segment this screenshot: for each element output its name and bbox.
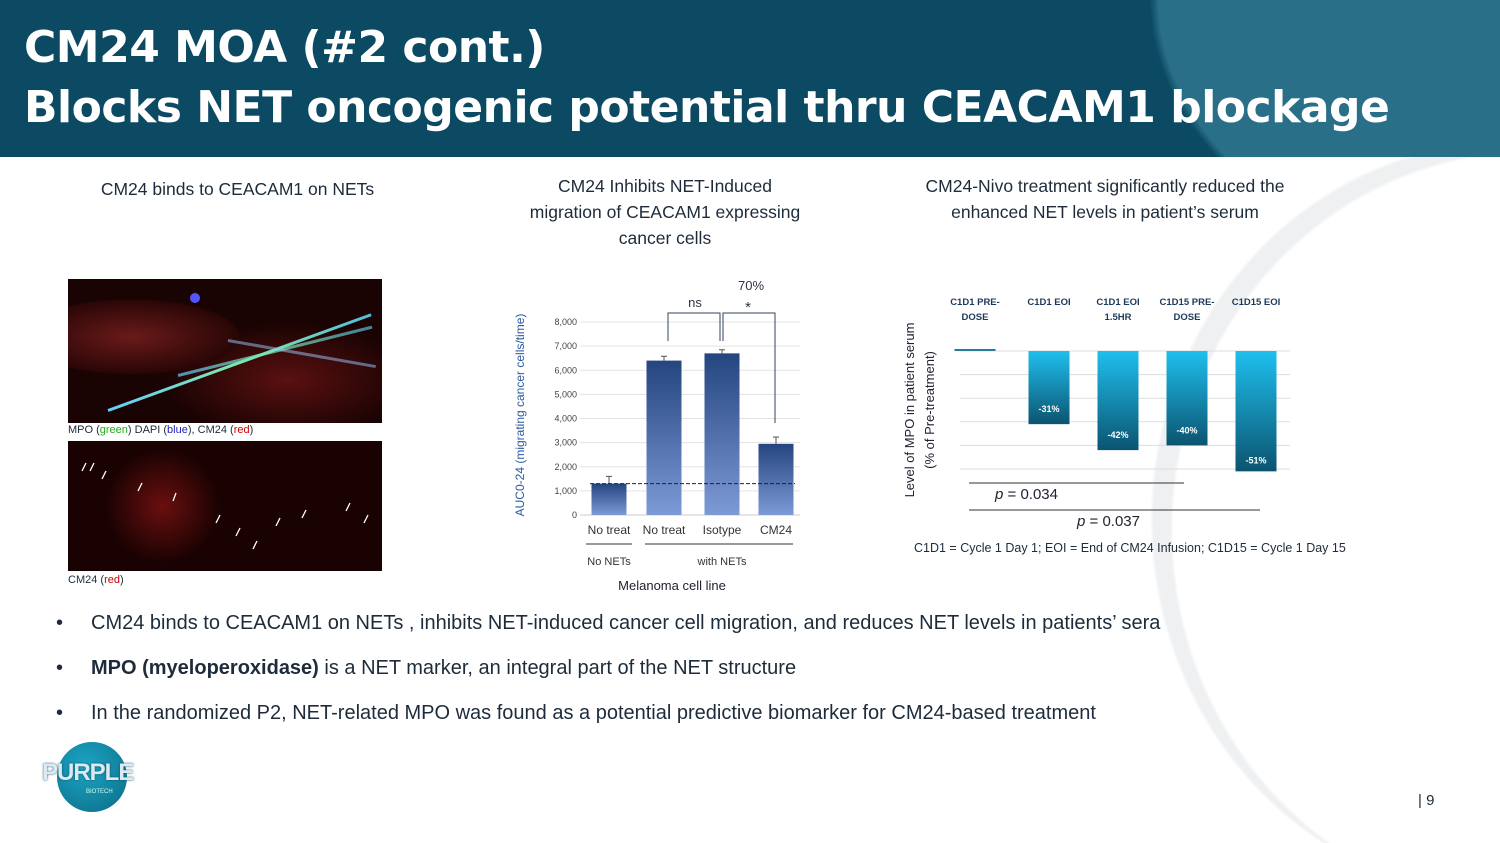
image2-legend: CM24 (red)	[68, 574, 124, 586]
caption-line: CM24-Nivo treatment significantly reduce…	[925, 176, 1285, 196]
y-tick-label: 2,000	[554, 462, 577, 472]
group-label: with NETs	[697, 556, 747, 568]
bar	[954, 349, 996, 351]
x-axis-title: Melanoma cell line	[618, 578, 726, 593]
significance-bracket	[667, 312, 721, 341]
panel2-caption: CM24 Inhibits NET-Induced migration of C…	[490, 173, 840, 251]
caption-line: migration of CEACAM1 expressing	[529, 202, 801, 222]
ns-label: ns	[688, 295, 702, 310]
bar	[1028, 351, 1070, 425]
header-banner: CM24 MOA (#2 cont.) Blocks NET oncogenic…	[0, 0, 1500, 157]
bullet-item: •MPO (myeloperoxidase) is a NET marker, …	[56, 657, 797, 679]
y-tick-label: 4,000	[554, 414, 577, 424]
slide-subtitle: Blocks NET oncogenic potential thru CEAC…	[24, 82, 1390, 133]
caption-line: CM24 Inhibits NET-Induced	[558, 176, 772, 196]
bar	[1166, 351, 1208, 446]
y-axis-title: (% of Pre-treatment)	[922, 351, 937, 469]
panel3-caption: CM24-Nivo treatment significantly reduce…	[880, 173, 1330, 225]
category-label: C1D1 EOI	[1096, 297, 1139, 308]
pvalue-label: p = 0.037	[1076, 513, 1140, 530]
net-microscopy-image	[68, 279, 382, 423]
y-axis-title: AUC0-24 (migrating cancer cells/time)	[513, 314, 527, 517]
mpo-waterfall-chart: C1D1 PRE- DOSE -31% C1D1 EOI -42% C1D1 EOI 1.5…	[902, 297, 1290, 530]
bar	[1097, 351, 1139, 451]
caption-line: enhanced NET levels in patient’s serum	[951, 202, 1259, 222]
bar	[646, 360, 682, 515]
page-number: | 9	[1418, 792, 1435, 809]
x-tick-label: No treat	[588, 523, 631, 537]
percent-label: 70%	[738, 278, 764, 293]
y-tick-label: 5,000	[554, 389, 577, 399]
bullet-item: •In the randomized P2, NET-related MPO w…	[56, 702, 1096, 724]
y-axis-title: Level of MPO in patient serum	[902, 323, 917, 498]
caption-line: cancer cells	[618, 228, 712, 248]
migration-bar-chart: 0 1,000 2,000 3,000 4,000 5,000 6,000 7,000 8,00…	[513, 278, 800, 593]
category-label: 1.5HR	[1105, 312, 1132, 323]
x-tick-label: CM24	[760, 523, 792, 537]
x-tick-label: Isotype	[703, 523, 742, 537]
y-tick-label: 6,000	[554, 365, 577, 375]
slide-title: CM24 MOA (#2 cont.)	[24, 22, 545, 73]
significance-bracket	[722, 312, 776, 423]
y-tick-label: 3,000	[554, 438, 577, 448]
chart2-footnote: C1D1 = Cycle 1 Day 1; EOI = End of CM24 …	[914, 541, 1346, 555]
logo-subtext: BIOTECH	[86, 789, 113, 795]
data-label: -40%	[1176, 425, 1197, 435]
logo-text: PURPLE	[42, 759, 134, 786]
pvalue-label: p = 0.034	[994, 486, 1058, 503]
category-label: C1D15 PRE-	[1160, 297, 1215, 308]
category-label: DOSE	[1174, 312, 1201, 323]
category-label: DOSE	[962, 312, 989, 323]
data-label: -31%	[1038, 404, 1059, 414]
panel1-caption: CM24 binds to CEACAM1 on NETs	[100, 179, 375, 199]
asterisk-label: *	[745, 299, 751, 316]
data-label: -42%	[1107, 430, 1128, 440]
y-tick-label: 0	[572, 510, 577, 520]
x-tick-label: No treat	[643, 523, 686, 537]
data-label: -51%	[1245, 455, 1266, 465]
bar	[1235, 351, 1277, 472]
bar	[704, 353, 740, 515]
category-label: C1D1 PRE-	[950, 297, 1000, 308]
y-tick-label: 8,000	[554, 317, 577, 327]
group-label: No NETs	[587, 556, 631, 568]
y-tick-label: 7,000	[554, 341, 577, 351]
category-label: C1D15 EOI	[1232, 297, 1281, 308]
bar	[758, 443, 794, 515]
cm24-microscopy-image	[68, 441, 382, 571]
y-tick-label: 1,000	[554, 486, 577, 496]
bar	[591, 483, 627, 515]
company-logo	[57, 742, 127, 812]
image1-legend: MPO (green) DAPI (blue), CM24 (red)	[68, 424, 254, 436]
category-label: C1D1 EOI	[1027, 297, 1070, 308]
bullet-item: •CM24 binds to CEACAM1 on NETs , inhibit…	[56, 612, 1161, 634]
